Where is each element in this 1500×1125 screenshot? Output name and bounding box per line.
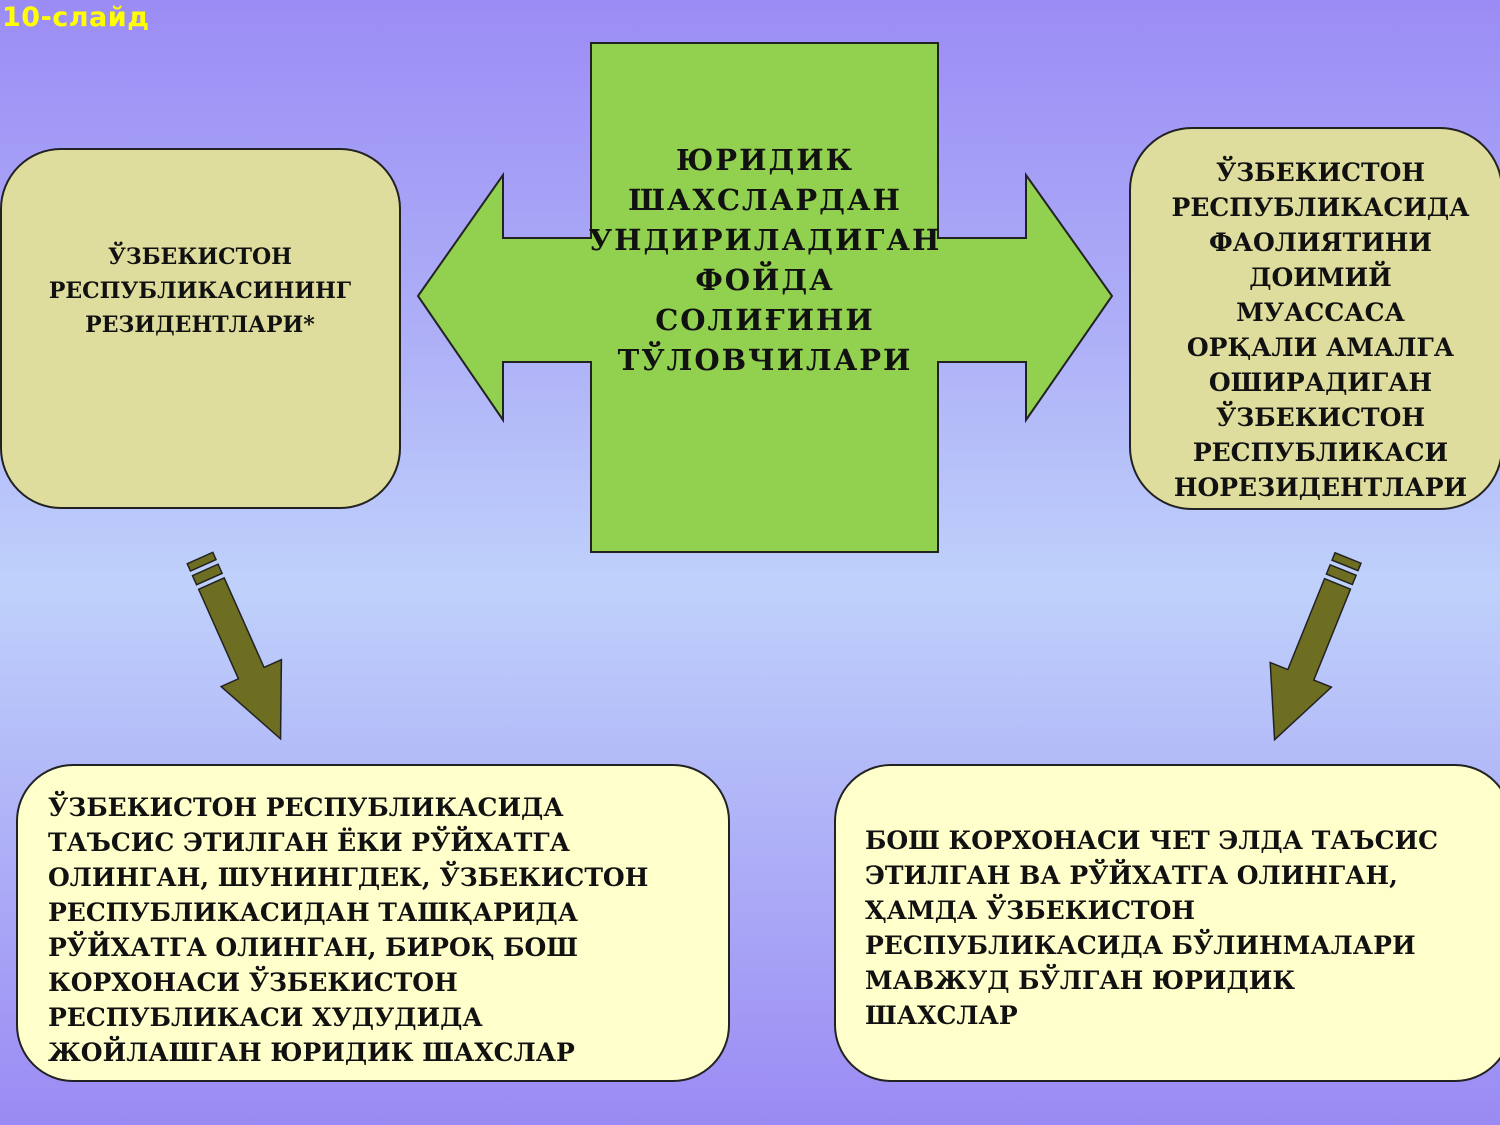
- resident-definition-text: ЎЗБЕКИСТОН РЕСПУБЛИКАСИДА ТАЪСИС ЭТИЛГАН…: [48, 793, 649, 1067]
- left-down-arrow: [186, 551, 283, 741]
- resident-box: [0, 148, 401, 509]
- right-down-arrow: [1269, 551, 1362, 742]
- resident-box-text: ЎЗБЕКИСТОН РЕСПУБЛИКАСИНИНГ РЕЗИДЕНТЛАРИ…: [48, 244, 352, 338]
- nonresident-definition-text: БОШ КОРХОНАСИ ЧЕТ ЭЛДА ТАЪСИС ЭТИЛГАН ВА…: [865, 826, 1439, 1030]
- nonresident-definition-box: [834, 764, 1500, 1082]
- center-title-text: ЮРИДИК ШАХСЛАРДАН УНДИРИЛАДИГАН ФОЙДА СО…: [588, 143, 942, 377]
- center-double-arrow: [416, 42, 1114, 553]
- slide-label: 10-слайд: [2, 2, 150, 33]
- center-title: ЮРИДИК ШАХСЛАРДАН УНДИРИЛАДИГАН ФОЙДА СО…: [589, 140, 940, 380]
- nonresident-box-label: ЎЗБЕКИСТОН РЕСПУБЛИКАСИДА ФАОЛИЯТИНИ ДОИ…: [1148, 155, 1493, 505]
- nonresident-box: [1129, 127, 1500, 510]
- resident-box-label: ЎЗБЕКИСТОН РЕСПУБЛИКАСИНИНГ РЕЗИДЕНТЛАРИ…: [10, 240, 390, 350]
- resident-definition-box: [16, 764, 730, 1082]
- nonresident-box-text: ЎЗБЕКИСТОН РЕСПУБЛИКАСИДА ФАОЛИЯТИНИ ДОИ…: [1171, 158, 1470, 502]
